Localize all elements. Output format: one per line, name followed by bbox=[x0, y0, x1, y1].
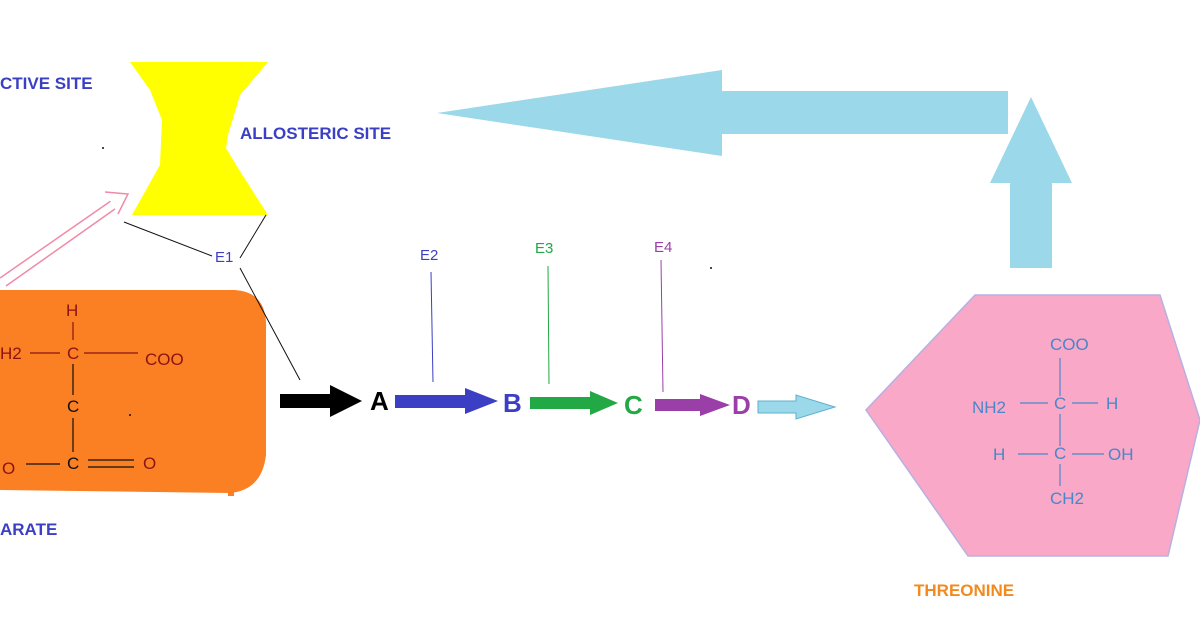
enzyme-label-e2: E2 bbox=[420, 247, 438, 264]
step-arrow-2 bbox=[395, 388, 498, 414]
stray-dot bbox=[228, 490, 234, 496]
aspartate-c1: C bbox=[67, 344, 79, 363]
feedback-arrow-left bbox=[437, 70, 1008, 156]
threonine-coo: COO bbox=[1050, 335, 1089, 354]
step-arrow-1 bbox=[280, 385, 362, 417]
aspartate-coo: COO bbox=[145, 350, 184, 369]
e3-pointer bbox=[547, 265, 550, 385]
aspartate-structure: H H2 C COO C O C O bbox=[0, 301, 184, 478]
enzyme-label-e3: E3 bbox=[535, 240, 553, 257]
speck bbox=[710, 267, 712, 269]
threonine-c1: C bbox=[1054, 394, 1066, 413]
threonine-hexagon bbox=[865, 294, 1200, 557]
e1-pointer-lines bbox=[123, 214, 301, 381]
threonine-nh2: NH2 bbox=[972, 398, 1006, 417]
step-arrow-4 bbox=[655, 394, 730, 416]
aspartate-c2: C bbox=[67, 397, 79, 416]
substrate-binding-arrow bbox=[0, 191, 130, 287]
e4-pointer bbox=[660, 259, 664, 393]
aspartate-box bbox=[0, 290, 267, 493]
threonine-ch2: CH2 bbox=[1050, 489, 1084, 508]
threonine-label: THREONINE bbox=[914, 581, 1014, 600]
feedback-arrow-up bbox=[990, 97, 1072, 268]
aspartate-nh2: H2 bbox=[0, 344, 22, 363]
enzyme-label-e4: E4 bbox=[654, 239, 672, 256]
intermediate-d: D bbox=[732, 390, 751, 420]
threonine-c2: C bbox=[1054, 444, 1066, 463]
threonine-structure: COO NH2 C H H C OH CH2 bbox=[972, 335, 1134, 508]
aspartate-o-left: O bbox=[2, 459, 15, 478]
aspartate-h: H bbox=[66, 301, 78, 320]
active-site-label: CTIVE SITE bbox=[0, 74, 93, 93]
enzyme-label-e1: E1 bbox=[215, 249, 233, 266]
aspartate-c3: C bbox=[67, 454, 79, 473]
intermediate-a: A bbox=[370, 386, 389, 416]
intermediate-b: B bbox=[503, 388, 522, 418]
threonine-oh: OH bbox=[1108, 445, 1134, 464]
step-arrow-5 bbox=[757, 394, 837, 420]
intermediate-c: C bbox=[624, 390, 643, 420]
threonine-h1: H bbox=[1106, 394, 1118, 413]
step-arrow-3 bbox=[530, 391, 618, 415]
e2-pointer bbox=[430, 271, 434, 383]
speck bbox=[129, 414, 131, 416]
aspartate-o-right: O bbox=[143, 454, 156, 473]
substrate-label: ARATE bbox=[0, 520, 57, 539]
allosteric-site-label: ALLOSTERIC SITE bbox=[240, 124, 391, 143]
speck bbox=[102, 147, 104, 149]
enzyme-shape bbox=[130, 62, 268, 215]
threonine-h2: H bbox=[993, 445, 1005, 464]
